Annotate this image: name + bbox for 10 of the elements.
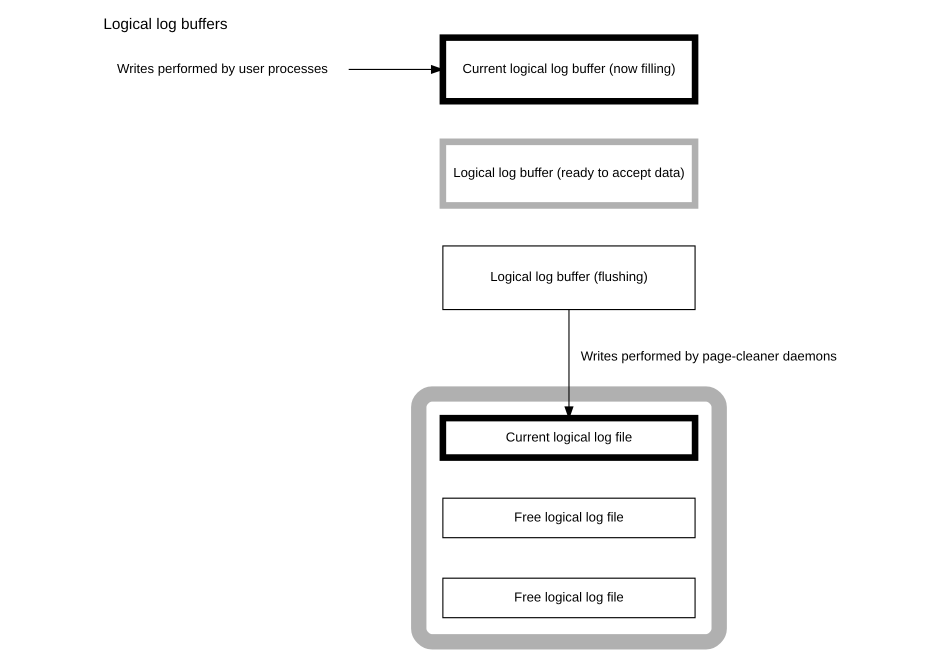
node-box: Free logical log file (442, 498, 696, 538)
diagram-title: Logical log buffers (102, 16, 228, 34)
node-box: Current logical log file (439, 414, 698, 461)
node-text: Writes performed by user processes (116, 60, 328, 76)
node-box: Logical log buffer (ready to accept data) (439, 138, 698, 209)
cluster (410, 386, 726, 650)
node-box: Logical log buffer (flushing) (442, 245, 696, 310)
edge-label: Writes performed by page-cleaner daemons (580, 348, 836, 364)
node-box: Free logical log file (442, 578, 696, 618)
node-box: Current logical log buffer (now filling) (439, 34, 698, 105)
